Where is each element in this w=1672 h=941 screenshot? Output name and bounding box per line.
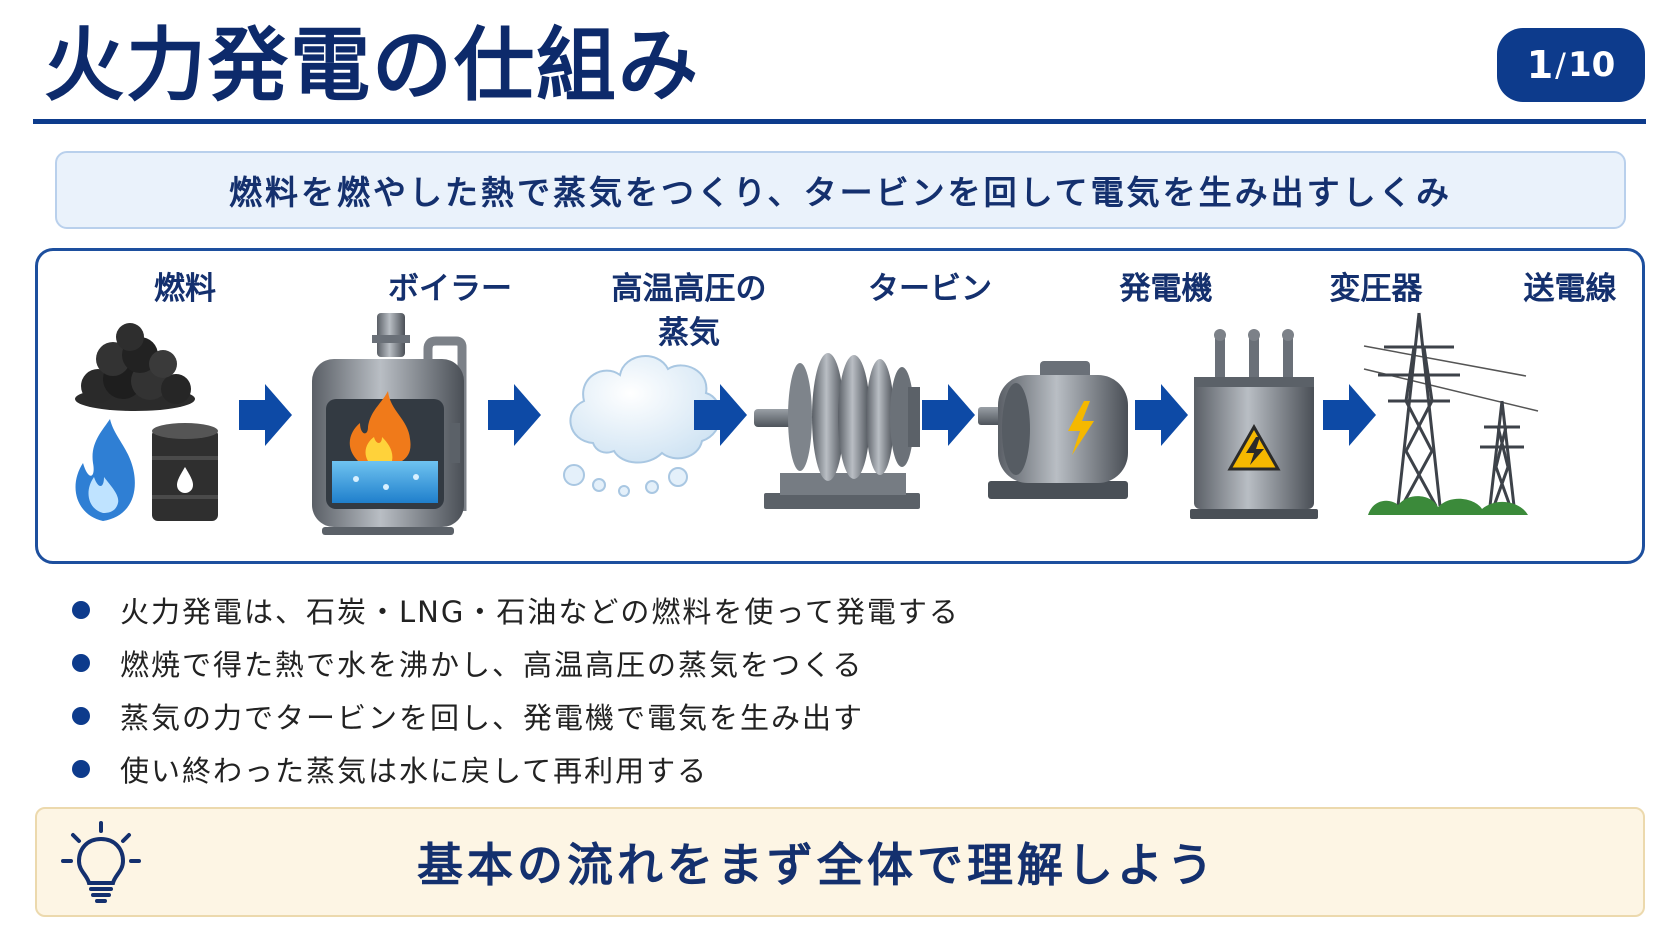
lng-flame — [75, 419, 135, 521]
list-item-text: 火力発電は、石炭・LNG・石油などの燃料を使って発電する — [120, 594, 960, 629]
oil-drum — [152, 423, 218, 521]
transformer-icon — [1190, 329, 1318, 519]
list-item-text: 蒸気の力でタービンを回し、発電機で電気を生み出す — [120, 700, 865, 735]
step-label-steam-line2: 蒸気 — [658, 315, 720, 351]
page-total: 10 — [1567, 45, 1616, 85]
transmission-tower-icon — [1363, 312, 1539, 515]
flow-arrow-6 — [1323, 384, 1376, 446]
flow-arrow-1 — [239, 384, 292, 446]
summary-callout: 基本の流れをまず全体で理解しよう — [35, 807, 1645, 917]
boiler-icon — [312, 313, 467, 535]
page-title: 火力発電の仕組み — [44, 19, 700, 112]
page-counter-badge: 1 / 10 — [1497, 28, 1645, 102]
lightbulb-icon — [61, 821, 141, 903]
bullet-dot-icon — [72, 706, 90, 725]
step-label-boiler: ボイラー — [388, 271, 512, 307]
list-item: 使い終わった蒸気は水に戻して再利用する — [72, 742, 960, 795]
flow-arrow-3 — [694, 384, 747, 446]
bullet-dot-icon — [72, 759, 90, 778]
list-item: 火力発電は、石炭・LNG・石油などの燃料を使って発電する — [72, 583, 960, 636]
list-item: 燃焼で得た熱で水を沸かし、高温高圧の蒸気をつくる — [72, 636, 960, 689]
step-label-steam: 高温高圧の 蒸気 — [589, 267, 789, 355]
page-separator: / — [1555, 46, 1566, 84]
flow-arrow-4 — [922, 384, 975, 446]
list-item-text: 使い終わった蒸気は水に戻して再利用する — [120, 753, 709, 788]
step-label-turbine: タービン — [868, 271, 992, 307]
list-item-text: 燃焼で得た熱で水を沸かし、高温高圧の蒸気をつくる — [120, 647, 864, 682]
turbine-icon — [754, 353, 920, 509]
process-flow-panel: 燃料 ボイラー 高温高圧の 蒸気 タービン 発電機 変圧器 送電線 — [35, 248, 1645, 564]
flow-arrow-2 — [488, 384, 541, 446]
callout-text: 基本の流れをまず全体で理解しよう — [417, 838, 1217, 892]
generator-icon — [978, 361, 1128, 499]
steam-icon — [563, 355, 722, 497]
step-label-generator: 発電機 — [1119, 271, 1213, 307]
coal-pile — [75, 323, 195, 411]
page-current: 1 — [1526, 43, 1554, 87]
subtitle-banner: 燃料を燃やした熱で蒸気をつくり、タービンを回して電気を生み出すしくみ — [55, 151, 1626, 229]
bullet-dot-icon — [72, 600, 90, 619]
step-label-fuel: 燃料 — [154, 271, 216, 307]
flow-arrow-5 — [1135, 384, 1188, 446]
step-label-transmission: 送電線 — [1523, 271, 1617, 307]
key-points-list: 火力発電は、石炭・LNG・石油などの燃料を使って発電する 燃焼で得た熱で水を沸か… — [72, 583, 960, 795]
step-label-steam-line1: 高温高圧の — [611, 271, 767, 307]
bullet-dot-icon — [72, 653, 90, 672]
list-item: 蒸気の力でタービンを回し、発電機で電気を生み出す — [72, 689, 960, 742]
fuel-icon — [75, 323, 218, 521]
title-divider — [33, 119, 1646, 124]
step-label-transformer: 変圧器 — [1329, 271, 1423, 307]
